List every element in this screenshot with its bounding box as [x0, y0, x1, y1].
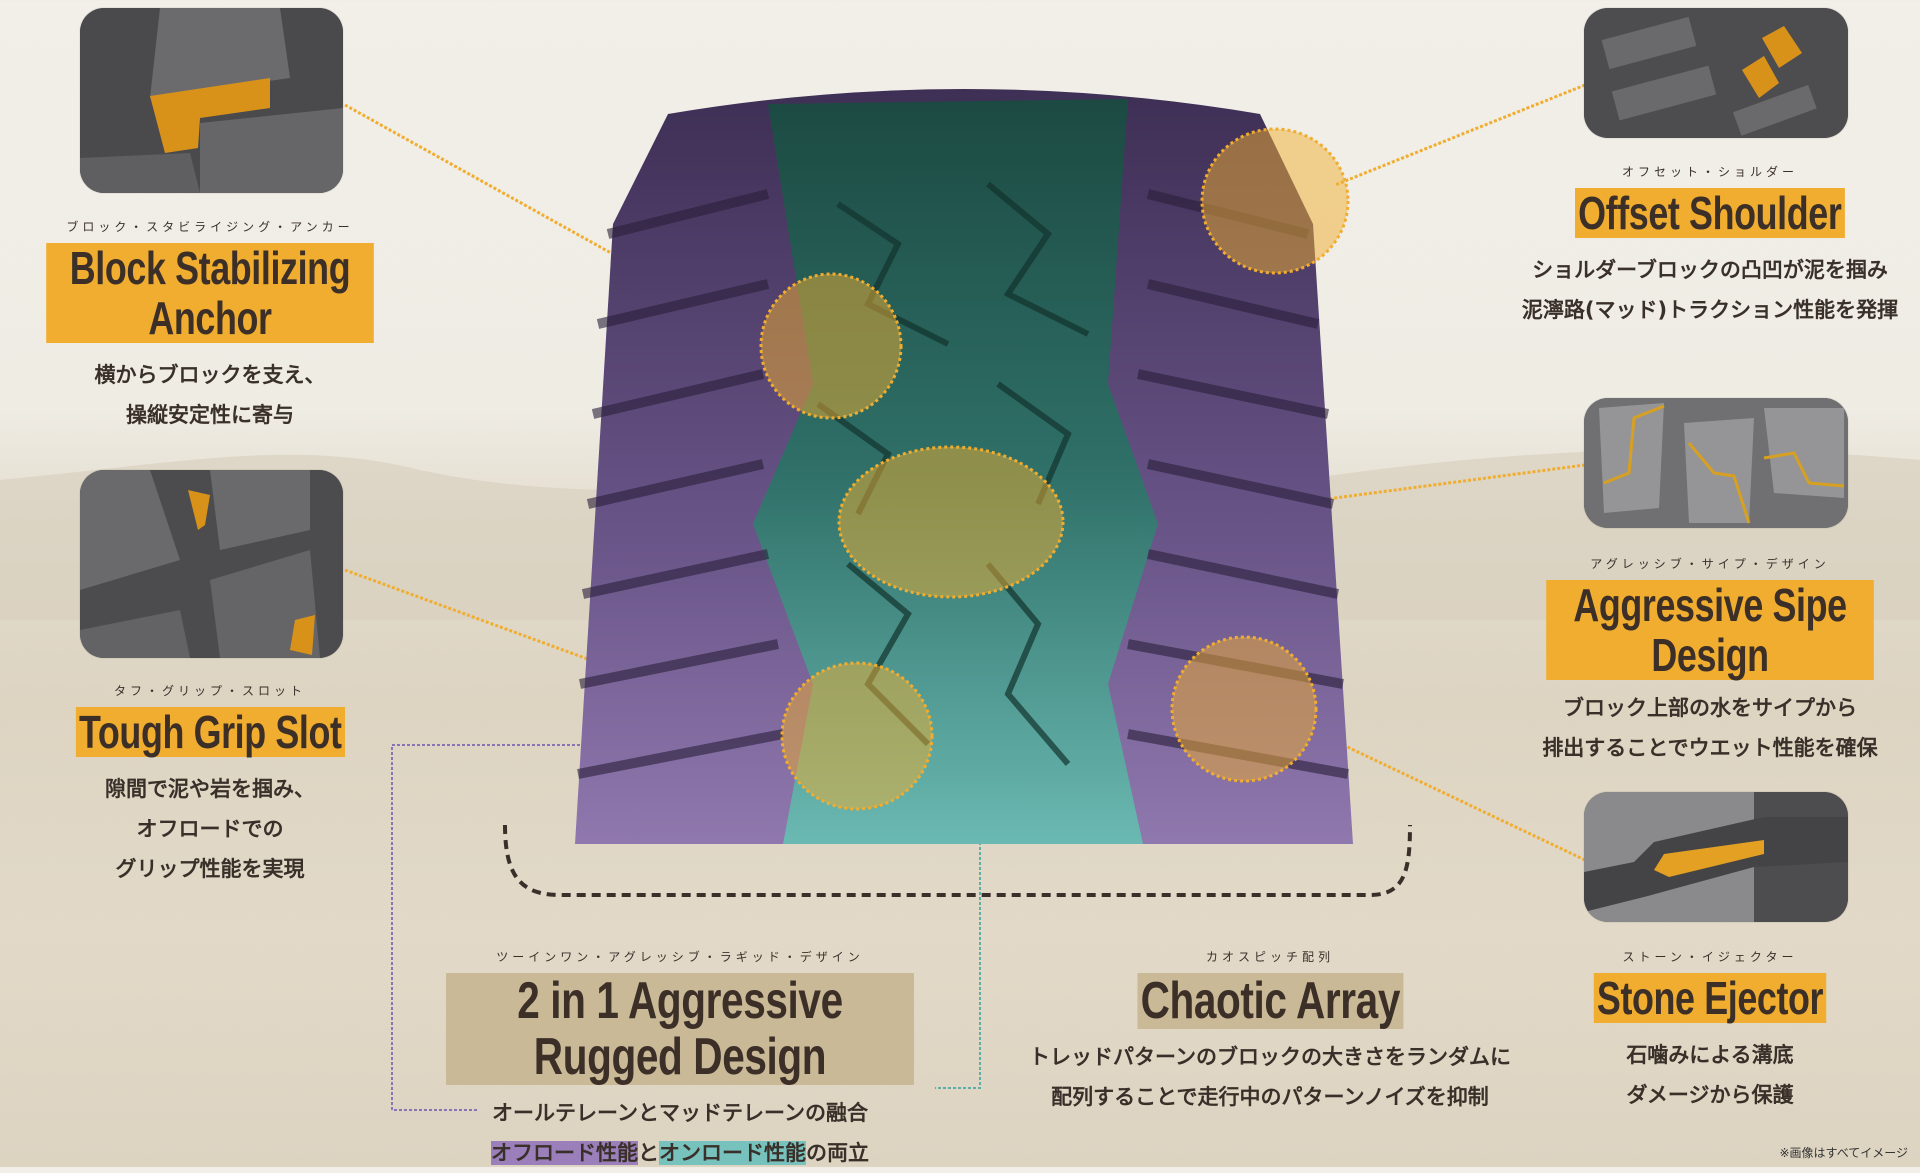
image-disclaimer: ※画像はすべてイメージ	[1779, 1146, 1909, 1160]
offroad-highlight: オフロード性能	[491, 1141, 638, 1165]
offset-shoulder-thumbnail	[1584, 8, 1848, 138]
feature-rugged-design: ツーインワン・アグレッシブ・ラギッド・デザイン 2 in 1 Aggressiv…	[380, 948, 980, 1173]
feature-title: Tough Grip Slot	[75, 707, 345, 757]
feature-block-stabilizing-anchor: ブロック・スタビライジング・アンカー Block Stabilizing Anc…	[0, 218, 420, 435]
feature-description: 横からブロックを支え、操縦安定性に寄与	[94, 363, 326, 427]
stone-ejector-thumbnail	[1584, 792, 1848, 922]
feature-kana: タフ・グリップ・スロット	[113, 684, 306, 698]
feature-title: Aggressive Sipe Design	[1546, 580, 1874, 680]
feature-kana: カオスピッチ配列	[1205, 950, 1334, 964]
feature-stone-ejector: ストーン・イジェクター Stone Ejector 石噛みによる溝底ダメージから…	[1500, 948, 1920, 1115]
feature-aggressive-sipe-design: アグレッシブ・サイプ・デザイン Aggressive Sipe Design ブ…	[1500, 555, 1920, 768]
feature-description: オールテレーンとマッドテレーンの融合 オフロード性能とオンロード性能の両立	[491, 1101, 869, 1165]
tire-tread-illustration	[575, 89, 1353, 844]
feature-description: ショルダーブロックの凸凹が泥を掴み泥濘路(マッド)トラクション性能を発揮	[1521, 258, 1899, 322]
feature-offset-shoulder: オフセット・ショルダー Offset Shoulder ショルダーブロックの凸凹…	[1500, 163, 1920, 330]
feature-kana: ツーインワン・アグレッシブ・ラギッド・デザイン	[496, 950, 864, 964]
feature-description: 隙間で泥や岩を掴み、オフロードでのグリップ性能を実現	[105, 777, 315, 881]
feature-title: Chaotic Array	[1137, 973, 1403, 1029]
feature-title: Block Stabilizing Anchor	[46, 243, 374, 343]
feature-title: Offset Shoulder	[1575, 188, 1845, 238]
feature-chaotic-array: カオスピッチ配列 Chaotic Array トレッドパターンのブロックの大きさ…	[980, 948, 1560, 1117]
block-stabilizing-anchor-thumbnail	[80, 8, 343, 193]
feature-kana: ブロック・スタビライジング・アンカー	[66, 220, 354, 234]
feature-description: トレッドパターンのブロックの大きさをランダムに配列することで走行中のパターンノイ…	[1029, 1045, 1511, 1109]
feature-tough-grip-slot: タフ・グリップ・スロット Tough Grip Slot 隙間で泥や岩を掴み、オ…	[0, 682, 420, 889]
feature-kana: オフセット・ショルダー	[1621, 165, 1798, 179]
feature-kana: ストーン・イジェクター	[1622, 950, 1798, 964]
feature-description: ブロック上部の水をサイプから排出することでウエット性能を確保	[1542, 696, 1878, 760]
onroad-highlight: オンロード性能	[659, 1141, 806, 1165]
aggressive-sipe-design-thumbnail	[1584, 398, 1848, 528]
feature-description: 石噛みによる溝底ダメージから保護	[1626, 1043, 1794, 1107]
feature-title: Stone Ejector	[1593, 973, 1827, 1023]
tough-grip-slot-thumbnail	[80, 470, 343, 658]
feature-title: 2 in 1 Aggressive Rugged Design	[446, 973, 914, 1085]
feature-kana: アグレッシブ・サイプ・デザイン	[1590, 557, 1830, 571]
